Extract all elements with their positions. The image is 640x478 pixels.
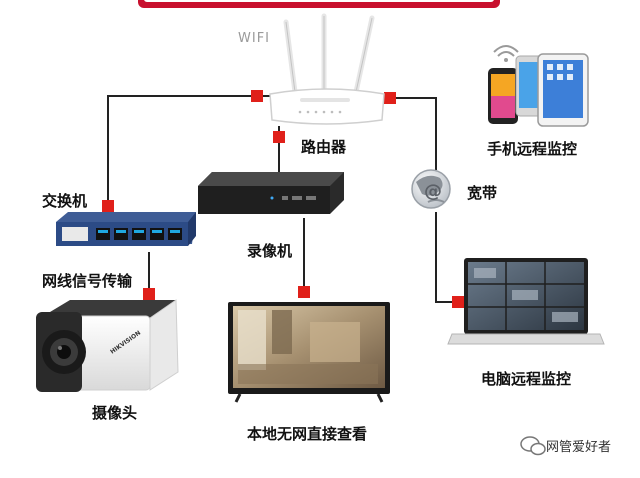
line-router-broadband [381, 97, 437, 170]
marker-router-left [251, 90, 263, 102]
wifi-label: WIFI [238, 31, 270, 46]
marker-tv-top [298, 286, 310, 298]
line-router-switch [107, 95, 272, 202]
mobile-remote-label: 手机远程监控 [487, 140, 578, 158]
marker-router-bottom [273, 131, 285, 143]
tv-icon [228, 302, 390, 403]
laptop-icon [447, 258, 605, 345]
cable-label: 网线信号传输 [42, 272, 133, 290]
marker-switch-top [102, 200, 114, 212]
marker-computer-left [452, 296, 464, 308]
camera-icon [36, 299, 179, 392]
watermark-label: 网管爱好者 [546, 440, 612, 455]
top-banner [138, 0, 500, 8]
computer-remote-label: 电脑远程监控 [481, 370, 572, 388]
wifi-signal-icon [493, 45, 519, 62]
wechat-icon [520, 436, 546, 456]
broadband-label: 宽带 [467, 184, 498, 202]
svg-text:@: @ [424, 181, 442, 202]
globe-icon: @ [411, 169, 451, 209]
nvr-label: 录像机 [247, 242, 293, 260]
switch-label: 交换机 [42, 192, 88, 210]
connection-markers [102, 90, 464, 308]
router-icon [269, 13, 385, 125]
marker-router-right [384, 92, 396, 104]
marker-camera-top [143, 288, 155, 300]
nvr-icon [198, 172, 344, 214]
tv-label: 本地无网直接查看 [247, 425, 368, 443]
line-broadband-computer [435, 212, 460, 303]
router-label: 路由器 [301, 138, 347, 156]
switch-icon [56, 212, 196, 246]
camera-label: 摄像头 [92, 404, 138, 422]
mobile-devices-icon [488, 45, 589, 127]
